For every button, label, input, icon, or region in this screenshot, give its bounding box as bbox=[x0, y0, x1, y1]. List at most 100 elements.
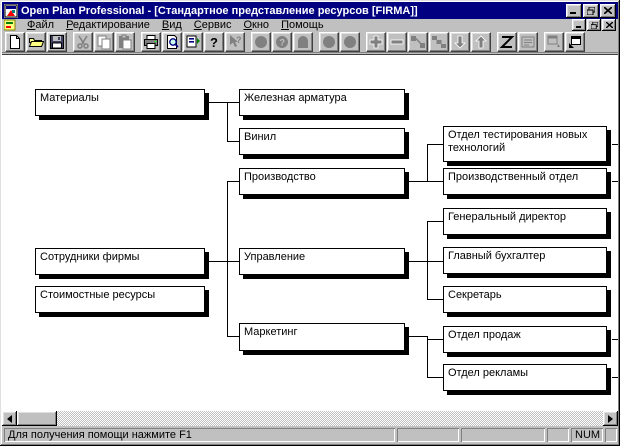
copy-button bbox=[94, 31, 114, 52]
menu-tools[interactable]: Сервис bbox=[193, 19, 232, 31]
horizontal-scrollbar[interactable] bbox=[2, 411, 618, 426]
connector-line bbox=[227, 336, 239, 337]
connector-line bbox=[227, 102, 228, 142]
status-panel-4 bbox=[605, 428, 617, 442]
circle-b-button bbox=[340, 31, 360, 52]
remove-minus-icon bbox=[390, 39, 404, 44]
tree-node-vinyl[interactable]: Винил bbox=[239, 128, 405, 155]
tree-node-production-dept[interactable]: Производственный отдел bbox=[443, 168, 607, 195]
scroll-right-button[interactable] bbox=[603, 411, 618, 426]
connector-line bbox=[427, 144, 443, 145]
connector-stub bbox=[612, 339, 618, 340]
svg-text:?: ? bbox=[210, 35, 218, 50]
update-exchange-button[interactable] bbox=[183, 31, 203, 52]
help-icon: ? bbox=[210, 35, 218, 50]
connector-line bbox=[406, 181, 443, 182]
resource-tree-canvas[interactable]: Материалы Сотрудники фирмы Стоимостные р… bbox=[2, 54, 618, 411]
window-tile-button bbox=[544, 31, 564, 52]
tree-node-testing-dept[interactable]: Отдел тестирования новых технологий bbox=[443, 126, 607, 162]
window-cascade-button[interactable] bbox=[565, 31, 585, 52]
window-title: Open Plan Professional - [Стандартное пр… bbox=[21, 4, 418, 17]
mdi-close-button[interactable] bbox=[602, 19, 616, 31]
link-nodes-icon bbox=[411, 35, 425, 48]
minimize-button[interactable] bbox=[566, 3, 582, 18]
scroll-left-button[interactable] bbox=[2, 411, 17, 426]
zigzag-z-button[interactable] bbox=[497, 31, 517, 52]
context-help-icon: ? bbox=[230, 34, 242, 47]
resource-circle-button bbox=[251, 31, 271, 52]
tree-node-general-director[interactable]: Генеральный директор bbox=[443, 208, 607, 235]
tree-node-cost-resources[interactable]: Стоимостные ресурсы bbox=[35, 286, 205, 313]
menu-window[interactable]: Окно bbox=[243, 19, 270, 31]
help-button[interactable]: ? bbox=[204, 31, 224, 52]
close-icon bbox=[605, 22, 613, 28]
connector-line bbox=[427, 221, 428, 300]
restore-button[interactable] bbox=[583, 3, 599, 18]
connector-line bbox=[427, 336, 428, 378]
connector-line bbox=[227, 181, 239, 182]
link-nodes-button bbox=[408, 31, 428, 52]
connector-line bbox=[427, 377, 443, 378]
zigzag-z-icon bbox=[499, 35, 515, 48]
tree-node-secretary[interactable]: Секретарь bbox=[443, 286, 607, 313]
menu-help[interactable]: Помощь bbox=[281, 19, 324, 31]
cut-button bbox=[73, 31, 93, 52]
connector-stub bbox=[612, 377, 618, 378]
mdi-minimize-button[interactable] bbox=[572, 19, 586, 31]
tree-node-production[interactable]: Производство bbox=[239, 168, 405, 195]
paste-clipboard-icon bbox=[119, 34, 132, 49]
menu-view[interactable]: Вид bbox=[161, 19, 182, 31]
print-preview-button[interactable] bbox=[162, 31, 182, 52]
connector-line bbox=[206, 102, 239, 103]
context-help-button: ? bbox=[225, 31, 245, 52]
connector-line bbox=[427, 144, 428, 182]
arrow-down-icon bbox=[454, 35, 466, 49]
menu-edit[interactable]: Редактирование bbox=[66, 19, 150, 31]
circle-a-icon bbox=[323, 35, 335, 48]
status-message: Для получения помощи нажмите F1 bbox=[4, 428, 395, 442]
svg-text:?: ? bbox=[236, 35, 242, 45]
tree-node-chief-accountant[interactable]: Главный бухгалтер bbox=[443, 247, 607, 274]
connector-stub bbox=[612, 181, 618, 182]
paste-button bbox=[115, 31, 135, 52]
connector-line bbox=[427, 299, 443, 300]
add-plus-button bbox=[366, 31, 386, 52]
num-lock-indicator: NUM bbox=[571, 428, 603, 442]
new-document-button[interactable] bbox=[5, 31, 25, 52]
steps-button bbox=[429, 31, 449, 52]
resource-circle-icon bbox=[255, 35, 267, 48]
tree-node-marketing[interactable]: Маркетинг bbox=[239, 323, 405, 351]
open-folder-icon bbox=[28, 37, 44, 47]
open-folder-button[interactable] bbox=[26, 31, 46, 52]
save-button[interactable] bbox=[47, 31, 67, 52]
tree-node-iron-fittings[interactable]: Железная арматура bbox=[239, 89, 405, 116]
minimize-icon bbox=[575, 26, 581, 28]
close-button[interactable] bbox=[600, 3, 616, 18]
connector-stub bbox=[612, 144, 618, 145]
new-document-icon bbox=[10, 34, 20, 49]
tree-node-advertising-dept[interactable]: Отдел рекламы bbox=[443, 364, 607, 391]
tree-node-management[interactable]: Управление bbox=[239, 248, 405, 275]
menu-file[interactable]: Файл bbox=[27, 19, 55, 31]
resource-dome-icon bbox=[298, 35, 308, 48]
restore-icon bbox=[590, 21, 598, 29]
app-icon bbox=[4, 3, 18, 18]
document-system-icon[interactable] bbox=[4, 19, 17, 31]
save-floppy-icon bbox=[50, 34, 64, 49]
tree-node-materials[interactable]: Материалы bbox=[35, 89, 205, 116]
connector-line bbox=[427, 339, 443, 340]
circle-b-icon bbox=[344, 35, 356, 48]
print-preview-icon bbox=[167, 34, 179, 49]
scrollbar-thumb[interactable] bbox=[17, 411, 57, 426]
svg-text:?: ? bbox=[280, 37, 286, 47]
resource-circle-info-button: ? bbox=[272, 31, 292, 52]
window-tile-icon bbox=[547, 35, 560, 47]
copy-icon bbox=[97, 35, 111, 49]
mdi-restore-button[interactable] bbox=[587, 19, 601, 31]
tree-node-sales-dept[interactable]: Отдел продаж bbox=[443, 326, 607, 353]
print-button[interactable] bbox=[141, 31, 161, 52]
circle-a-button bbox=[319, 31, 339, 52]
minimize-icon bbox=[570, 12, 576, 14]
tree-node-employees[interactable]: Сотрудники фирмы bbox=[35, 248, 205, 275]
